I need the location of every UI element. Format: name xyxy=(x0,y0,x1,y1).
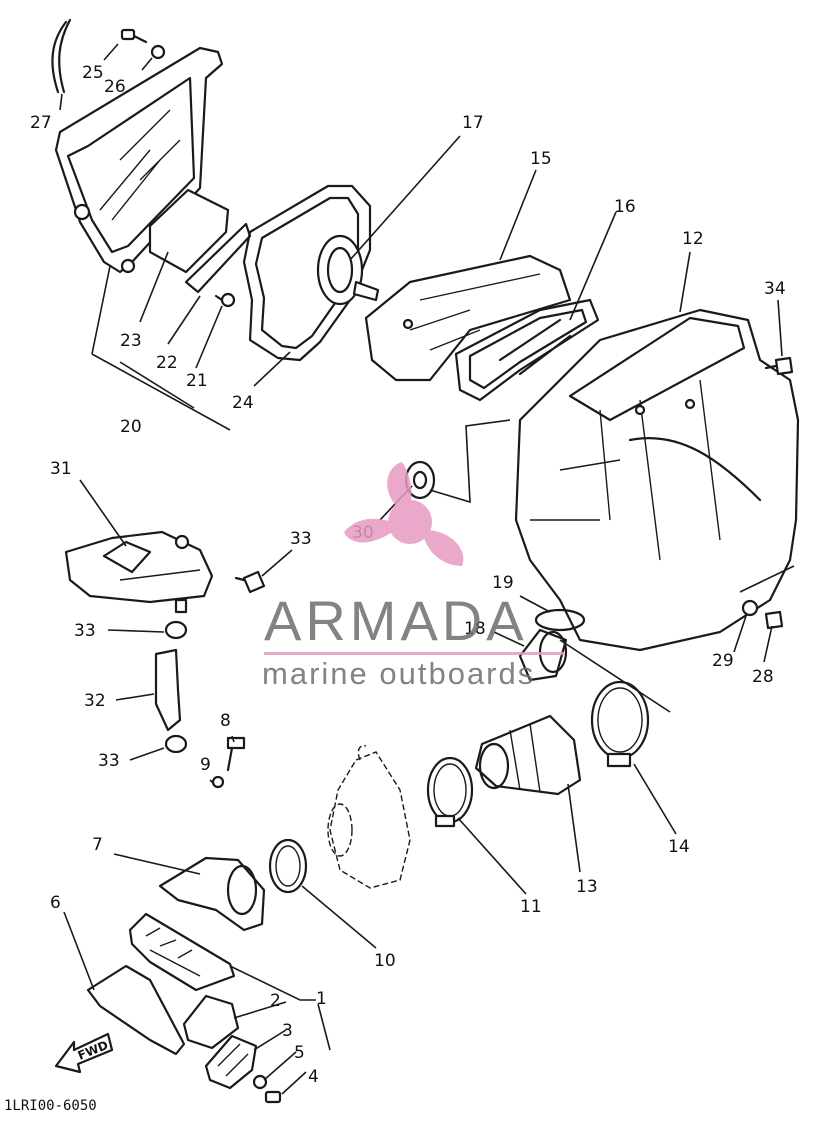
part-33-clamp-upper xyxy=(164,620,188,640)
callout-23: 23 xyxy=(120,331,142,351)
part-10-band xyxy=(268,838,308,894)
part-16-element-frame xyxy=(454,298,600,402)
part-12-air-box xyxy=(514,308,800,652)
part-24-gasket xyxy=(242,184,372,362)
part-17-nozzle xyxy=(316,234,380,306)
callout-18: 18 xyxy=(464,619,486,639)
callout-29: 29 xyxy=(712,651,734,671)
callout-4: 4 xyxy=(308,1067,319,1087)
callout-9: 9 xyxy=(200,755,211,775)
callout-numbers: 25 26 27 17 15 16 12 34 23 22 21 24 20 3… xyxy=(30,63,786,1087)
callout-22: 22 xyxy=(156,353,178,373)
part-2-reed-plate xyxy=(182,994,240,1050)
watermark-divider xyxy=(264,652,564,655)
watermark-brand: ARMADA xyxy=(264,589,528,652)
part-33-clamp-lower xyxy=(164,734,188,754)
part-28-screw xyxy=(764,610,784,630)
part-23-cap xyxy=(148,188,230,274)
callout-17: 17 xyxy=(462,113,484,133)
callout-13: 13 xyxy=(576,877,598,897)
part-14-band xyxy=(590,680,650,768)
part-11-band xyxy=(426,756,474,828)
callout-8: 8 xyxy=(220,711,231,731)
callout-26: 26 xyxy=(104,77,126,97)
callout-5: 5 xyxy=(294,1043,305,1063)
leader-lines xyxy=(59,43,795,1095)
part-31-silencer xyxy=(64,530,214,614)
part-3-reed-stopper xyxy=(204,1034,258,1090)
callout-34: 33 xyxy=(290,529,312,549)
callout-6: 6 xyxy=(50,893,61,913)
callout-35: 34 xyxy=(764,279,786,299)
part-29-washer xyxy=(741,599,759,617)
part-34-screw xyxy=(234,570,266,594)
part-27-seal-strip xyxy=(51,18,72,94)
part-7-carburetor-joint xyxy=(158,856,266,932)
watermark-tagline: marine outboards xyxy=(262,656,535,691)
carburetor-phantom xyxy=(329,744,411,889)
callout-33-lower: 33 xyxy=(98,751,120,771)
callout-3: 3 xyxy=(282,1021,293,1041)
callout-2: 2 xyxy=(270,991,281,1011)
callout-32: 32 xyxy=(84,691,106,711)
part-9-washer xyxy=(211,775,225,789)
part-19-ring xyxy=(534,608,586,632)
part-5-washer xyxy=(252,1074,268,1090)
part-32-hose xyxy=(154,648,182,732)
fwd-arrow-icon: FWD xyxy=(54,1032,114,1074)
propeller-logo-icon xyxy=(344,462,464,566)
callout-19: 19 xyxy=(492,573,514,593)
part-25-screw xyxy=(120,28,148,44)
callout-1: 1 xyxy=(316,989,327,1009)
part-20-cover-assembly xyxy=(54,46,224,274)
part-13-joint xyxy=(474,714,582,796)
drawing-code: 1LRI00-6050 xyxy=(4,1098,97,1114)
callout-16: 16 xyxy=(614,197,636,217)
callout-11: 11 xyxy=(520,897,542,917)
part-8-bolt xyxy=(226,736,246,772)
callout-15: 15 xyxy=(530,149,552,169)
callout-31: 31 xyxy=(50,459,72,479)
part-21-screw xyxy=(214,292,236,308)
callout-25: 25 xyxy=(82,63,104,83)
watermark: ARMADA marine outboards xyxy=(262,462,564,691)
part-26-washer xyxy=(150,44,166,60)
part-35-screw xyxy=(764,356,794,376)
part-30-grommet xyxy=(404,460,436,500)
callout-20: 20 xyxy=(120,417,142,437)
callout-33-upper: 33 xyxy=(74,621,96,641)
part-15-element xyxy=(364,254,572,382)
callout-24: 24 xyxy=(232,393,254,413)
callout-7: 7 xyxy=(92,835,103,855)
part-6-gasket xyxy=(86,964,186,1056)
part-1-reed-valve-assembly xyxy=(128,912,236,992)
callout-10: 10 xyxy=(374,951,396,971)
callout-21: 21 xyxy=(186,371,208,391)
part-4-screw xyxy=(264,1090,282,1104)
callout-12: 12 xyxy=(682,229,704,249)
callout-27: 27 xyxy=(30,113,52,133)
callout-28: 28 xyxy=(752,667,774,687)
callout-14: 14 xyxy=(668,837,690,857)
